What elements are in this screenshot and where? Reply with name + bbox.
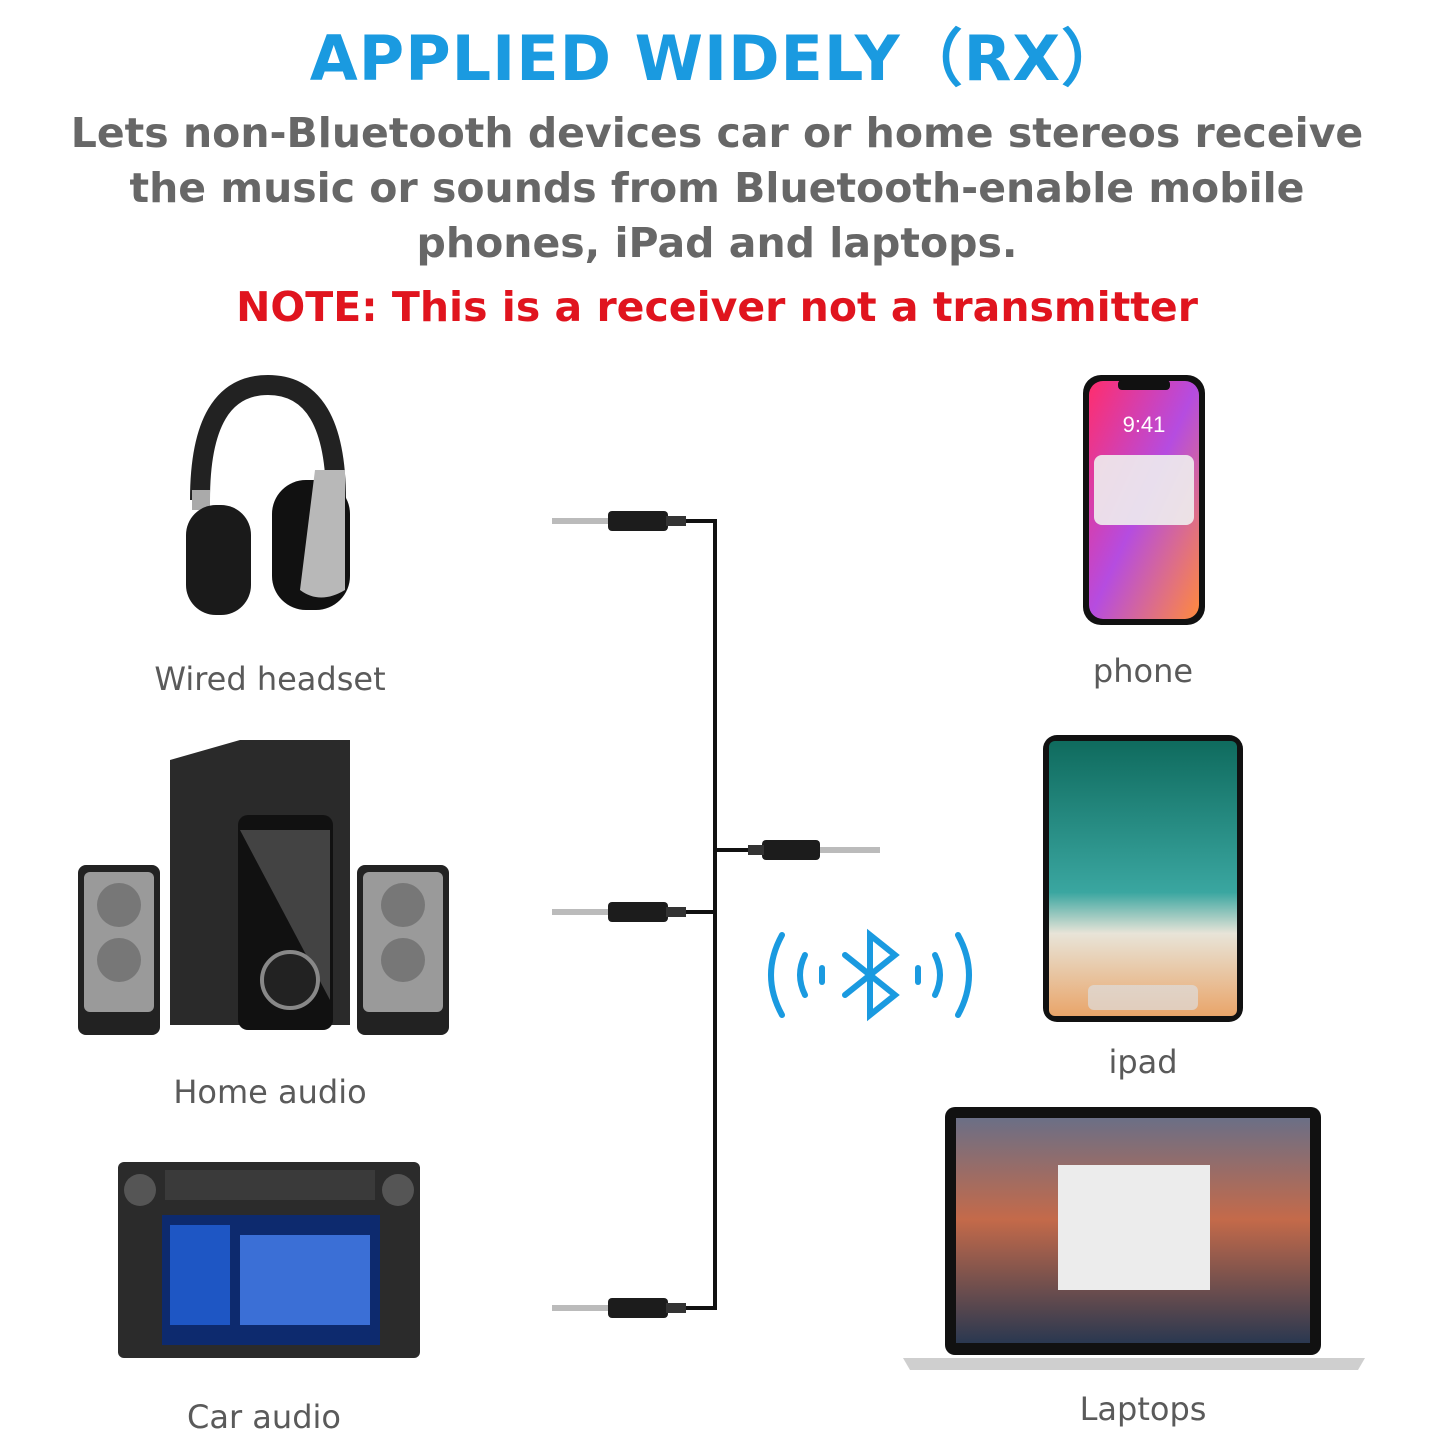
label-phone: phone — [1092, 652, 1194, 690]
subtitle-line: the music or sounds from Bluetooth-enabl… — [129, 164, 1305, 212]
subtitle-line: Lets non-Bluetooth devices car or home s… — [70, 109, 1364, 157]
label-home-audio: Home audio — [173, 1073, 367, 1111]
note-text: NOTE: This is a receiver not a transmitt… — [236, 283, 1198, 331]
bluetooth-icon — [768, 928, 972, 1022]
laptop-icon — [903, 1107, 1365, 1370]
speakers-icon — [78, 740, 449, 1035]
page-title: APPLIED WIDELY（RX） — [309, 22, 1125, 95]
subtitle: Lets non-Bluetooth devices car or home s… — [0, 106, 1434, 271]
phone-icon: 9:41 — [1083, 375, 1205, 625]
phone-clock: 9:41 — [1123, 412, 1166, 437]
headphones-icon — [186, 374, 350, 615]
subtitle-line: phones, iPad and laptops. — [416, 219, 1018, 267]
label-car-audio: Car audio — [187, 1398, 341, 1436]
label-wired-headset: Wired headset — [154, 660, 386, 698]
cable-icon — [685, 519, 750, 1310]
label-laptops: Laptops — [1079, 1390, 1207, 1428]
label-ipad: ipad — [1108, 1043, 1178, 1081]
audio-jack-icon — [552, 511, 880, 1318]
car-stereo-icon — [118, 1162, 420, 1358]
tablet-icon — [1043, 735, 1243, 1022]
